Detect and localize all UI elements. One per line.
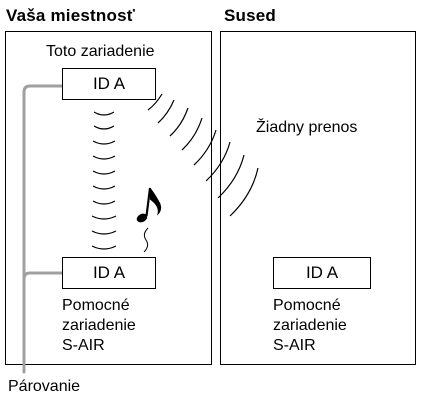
sub-device-label-left: Pomocné zariadenie S-AIR: [62, 296, 136, 356]
your-room-panel: [5, 31, 212, 365]
heading-neighbor: Sused: [224, 6, 277, 25]
sub-device-id-right: ID A: [305, 263, 339, 282]
sub-device-label-right: Pomocné zariadenie S-AIR: [273, 296, 347, 356]
neighbor-panel: [220, 31, 416, 365]
sub-device-id-box-right: ID A: [273, 257, 371, 289]
heading-your-room: Vaša miestnosť: [6, 6, 136, 25]
sub-device-line: Pomocné: [62, 297, 130, 314]
sub-device-line: S-AIR: [273, 337, 316, 354]
main-device-label: Toto zariadenie: [46, 43, 155, 60]
sub-device-id-left: ID A: [92, 263, 126, 282]
sub-device-line: S-AIR: [62, 337, 105, 354]
main-device-id-box: ID A: [62, 68, 156, 100]
music-note-icon: [136, 187, 162, 253]
no-transmission-label: Žiadny prenos: [256, 119, 358, 136]
sub-device-line: zariadenie: [273, 317, 347, 334]
sub-device-line: Pomocné: [273, 297, 341, 314]
pairing-label: Párovanie: [8, 378, 81, 395]
main-device-id: ID A: [92, 74, 126, 93]
sub-device-line: zariadenie: [62, 317, 136, 334]
radio-waves-icon: [91, 111, 117, 250]
radio-waves-diagonal-icon: [147, 93, 259, 217]
pairing-line: [22, 84, 68, 374]
sub-device-id-box-left: ID A: [62, 257, 156, 289]
